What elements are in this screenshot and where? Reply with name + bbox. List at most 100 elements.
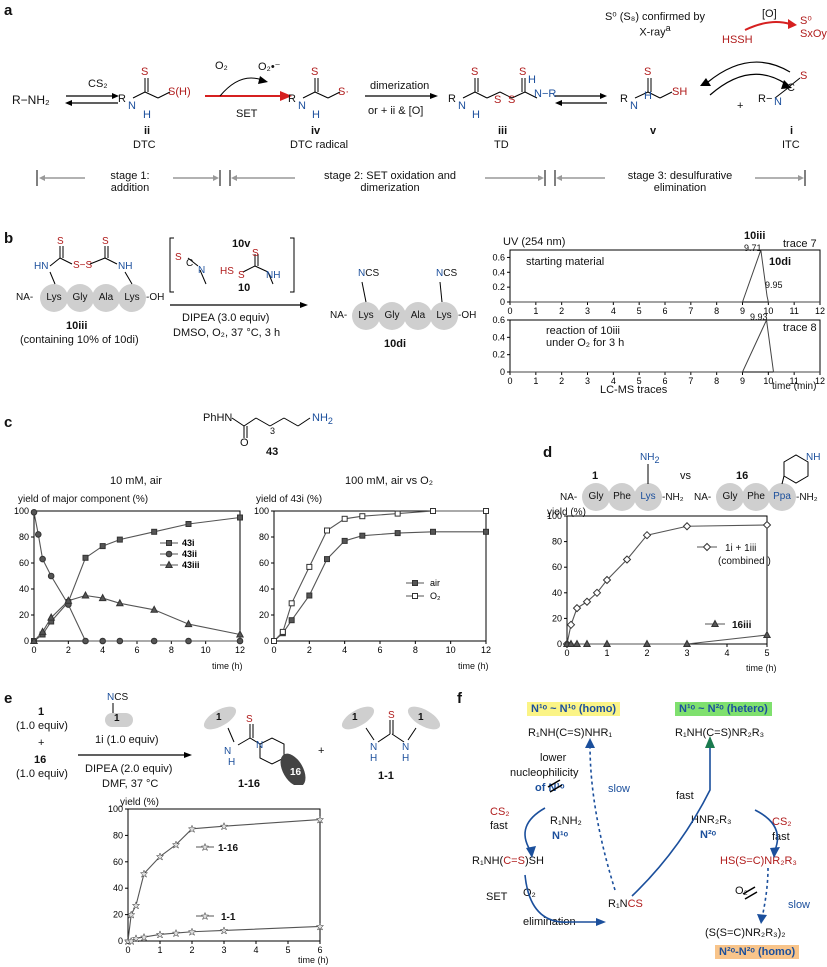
- prod-n-terminus: NA-: [330, 310, 348, 321]
- lcms-xlabel: LC-MS traces: [600, 384, 668, 396]
- prod-lys-1: Lys: [352, 302, 380, 330]
- f-lower-1: lower: [540, 752, 567, 764]
- f-n2o-homo: N²ᵒ-N²ᵒ (homo): [715, 945, 800, 959]
- e-series-point: [219, 926, 229, 935]
- e-legend-1-16: 1-16: [218, 843, 239, 854]
- trace8-xtick-label: 0: [507, 376, 512, 386]
- c-right-O₂-point: [359, 513, 366, 520]
- e-xtick-label: 4: [253, 945, 258, 955]
- panel-label-b: b: [4, 230, 14, 247]
- d-ytick-label: 0: [557, 639, 562, 649]
- product-1-16-structure: [203, 706, 306, 785]
- d-xtick-label: 2: [644, 648, 649, 658]
- c-left-43iii-point: [115, 598, 124, 607]
- d-series-point: [622, 555, 632, 564]
- f-o2-1: O₂: [523, 887, 536, 899]
- e-series-point: [127, 936, 136, 946]
- c-left-43iii-point: [47, 613, 56, 621]
- cond-b-1: DIPEA (3.0 equiv): [182, 312, 270, 324]
- d-series-point: [566, 620, 576, 630]
- panel-f-arrows: [524, 736, 780, 926]
- c-right-air-point: [394, 530, 401, 537]
- trace7-line: [510, 249, 820, 303]
- e-ytick-label: 60: [113, 857, 123, 867]
- trace7-xtick-label: 12: [815, 306, 825, 316]
- c-left-43ii-point: [236, 637, 244, 645]
- trace7-xtick-label: 11: [789, 306, 798, 316]
- trace8-name: trace 8: [783, 322, 817, 334]
- c-right-title: 100 mM, air vs O₂: [345, 475, 434, 487]
- prod-gly: Gly: [378, 302, 406, 330]
- peak-10iii: 10iii: [744, 230, 766, 242]
- d-series-point: [566, 639, 576, 647]
- c-right-air-point: [288, 617, 295, 624]
- c-left-43ii-line: [33, 512, 240, 642]
- dtc-label: DTC: [133, 139, 156, 151]
- piperidine-ring: [781, 454, 809, 485]
- d-legend-marker: [702, 542, 712, 552]
- f-hetero-prod: R₁NH(C=S)NR₂R₃: [675, 727, 765, 739]
- td-bridge-structure: [49, 246, 133, 285]
- sm-label: 10iii: [66, 320, 88, 332]
- c-right-air-point: [430, 528, 436, 535]
- trace8-xtick-label: 4: [611, 376, 616, 386]
- e-series-point: [131, 934, 141, 943]
- f-set: SET: [486, 891, 508, 903]
- d-series-point: [602, 639, 612, 647]
- e-r1: 1: [38, 706, 45, 718]
- e-series-point: [127, 910, 136, 919]
- e-ytick-label: 80: [113, 830, 123, 840]
- o2-label: O₂: [215, 60, 228, 72]
- c-left-frame: [33, 510, 241, 642]
- c-right-frame: [273, 510, 487, 642]
- c-right-ylabel: yield of 43i (%): [256, 494, 323, 505]
- d-series-line: [567, 634, 768, 645]
- d-ylabel: yield (%): [547, 507, 586, 518]
- c-right-xtick-label: 10: [446, 645, 456, 655]
- d-pep1-phe: Phe: [608, 483, 636, 511]
- e-series-point: [131, 901, 141, 910]
- stage-1: stage 1: addition: [110, 170, 150, 194]
- c-left-xtick-label: 4: [100, 645, 105, 655]
- trace7-xtick-label: 5: [637, 306, 642, 316]
- set-label: SET: [236, 108, 258, 120]
- hssh-label: HSSH: [722, 34, 753, 46]
- c-right-O₂-line: [273, 510, 486, 642]
- e-legend-marker: [200, 911, 210, 921]
- c-left-43iii-point: [64, 596, 73, 604]
- e-reagent: 1i (1.0 equiv): [95, 734, 159, 746]
- d-legend-combined2: (combined ): [718, 556, 771, 567]
- d-ytick-label: 20: [552, 613, 562, 623]
- d-series-point: [582, 597, 592, 606]
- c-right-legend-marker: [412, 580, 418, 586]
- c-right-ytick-label: 0: [264, 636, 269, 646]
- c-left-43i-point: [185, 521, 192, 527]
- trace8-xtick-label: 10: [763, 376, 773, 386]
- c-left-legend-marker: [165, 550, 173, 558]
- c-right-air-point: [359, 532, 366, 539]
- trace7-xtick-label: 6: [662, 306, 667, 316]
- c-left-43ii-point: [150, 637, 158, 645]
- trace8-xtick-label: 5: [637, 376, 642, 386]
- d-pep1-gly: Gly: [582, 483, 610, 511]
- d-xlabel: time (h): [746, 663, 777, 673]
- f-lower-2: nucleophilicity: [510, 767, 579, 779]
- c-left-43ii-point: [34, 531, 42, 538]
- d-series-point: [572, 639, 582, 647]
- residue-ala: Ala: [92, 284, 120, 312]
- f-slow-2: slow: [788, 899, 811, 911]
- d-vs: vs: [680, 470, 691, 482]
- cs2-label: CS₂: [88, 78, 108, 90]
- amine-label: R−NH₂: [12, 93, 50, 107]
- e-r16: 16: [34, 754, 47, 766]
- c-right-air-point: [483, 528, 489, 535]
- c-right-xtick-label: 0: [271, 645, 276, 655]
- d-series-point: [682, 522, 692, 531]
- e-series-point: [187, 927, 197, 936]
- c-left-43ii-point: [39, 555, 46, 563]
- panel-label-e: e: [4, 690, 13, 707]
- c-left-xtick-label: 10: [201, 645, 211, 655]
- d-legend-marker: [710, 619, 720, 627]
- e-xtick-label: 3: [221, 945, 226, 955]
- lcms-time: time (min): [772, 381, 817, 392]
